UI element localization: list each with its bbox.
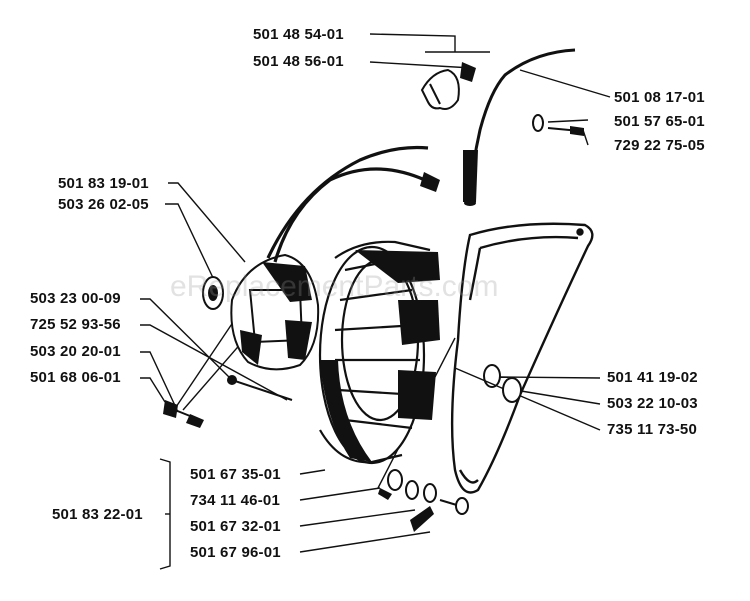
- module-screws: [169, 375, 293, 421]
- part-label: 503 23 00-09: [30, 290, 121, 307]
- part-label: 501 67 35-01: [190, 466, 281, 483]
- part-label: 503 26 02-05: [58, 196, 149, 213]
- part-label: 725 52 93-56: [30, 316, 121, 333]
- terminal-clip: [420, 68, 460, 110]
- part-label: 501 67 32-01: [190, 518, 281, 535]
- part-label: 501 57 65-01: [614, 113, 705, 130]
- part-label: 503 20 20-01: [30, 343, 121, 360]
- cover-plate: [450, 222, 594, 494]
- shaft-nut: [483, 364, 522, 403]
- flywheel-shading: [320, 250, 440, 462]
- part-label: 501 48 56-01: [253, 53, 344, 70]
- watermark: eReplacementParts.com: [170, 270, 499, 303]
- part-label: 501 67 96-01: [190, 544, 281, 561]
- grommet: [202, 276, 224, 310]
- plug-cap-wire: [468, 48, 576, 201]
- part-label-group: 501 83 22-01: [52, 506, 143, 523]
- pawl-parts: [387, 469, 469, 515]
- part-label: 501 41 19-02: [607, 369, 698, 386]
- part-label: 501 83 19-01: [58, 175, 149, 192]
- ignition-lead: [266, 145, 429, 263]
- part-label: 501 08 17-01: [614, 89, 705, 106]
- part-label: 503 22 10-03: [607, 395, 698, 412]
- part-label: 729 22 75-05: [614, 137, 705, 154]
- part-label: 501 68 06-01: [30, 369, 121, 386]
- part-label: 735 11 73-50: [607, 421, 697, 438]
- part-label: 501 48 54-01: [253, 26, 344, 43]
- part-label: 734 11 46-01: [190, 492, 280, 509]
